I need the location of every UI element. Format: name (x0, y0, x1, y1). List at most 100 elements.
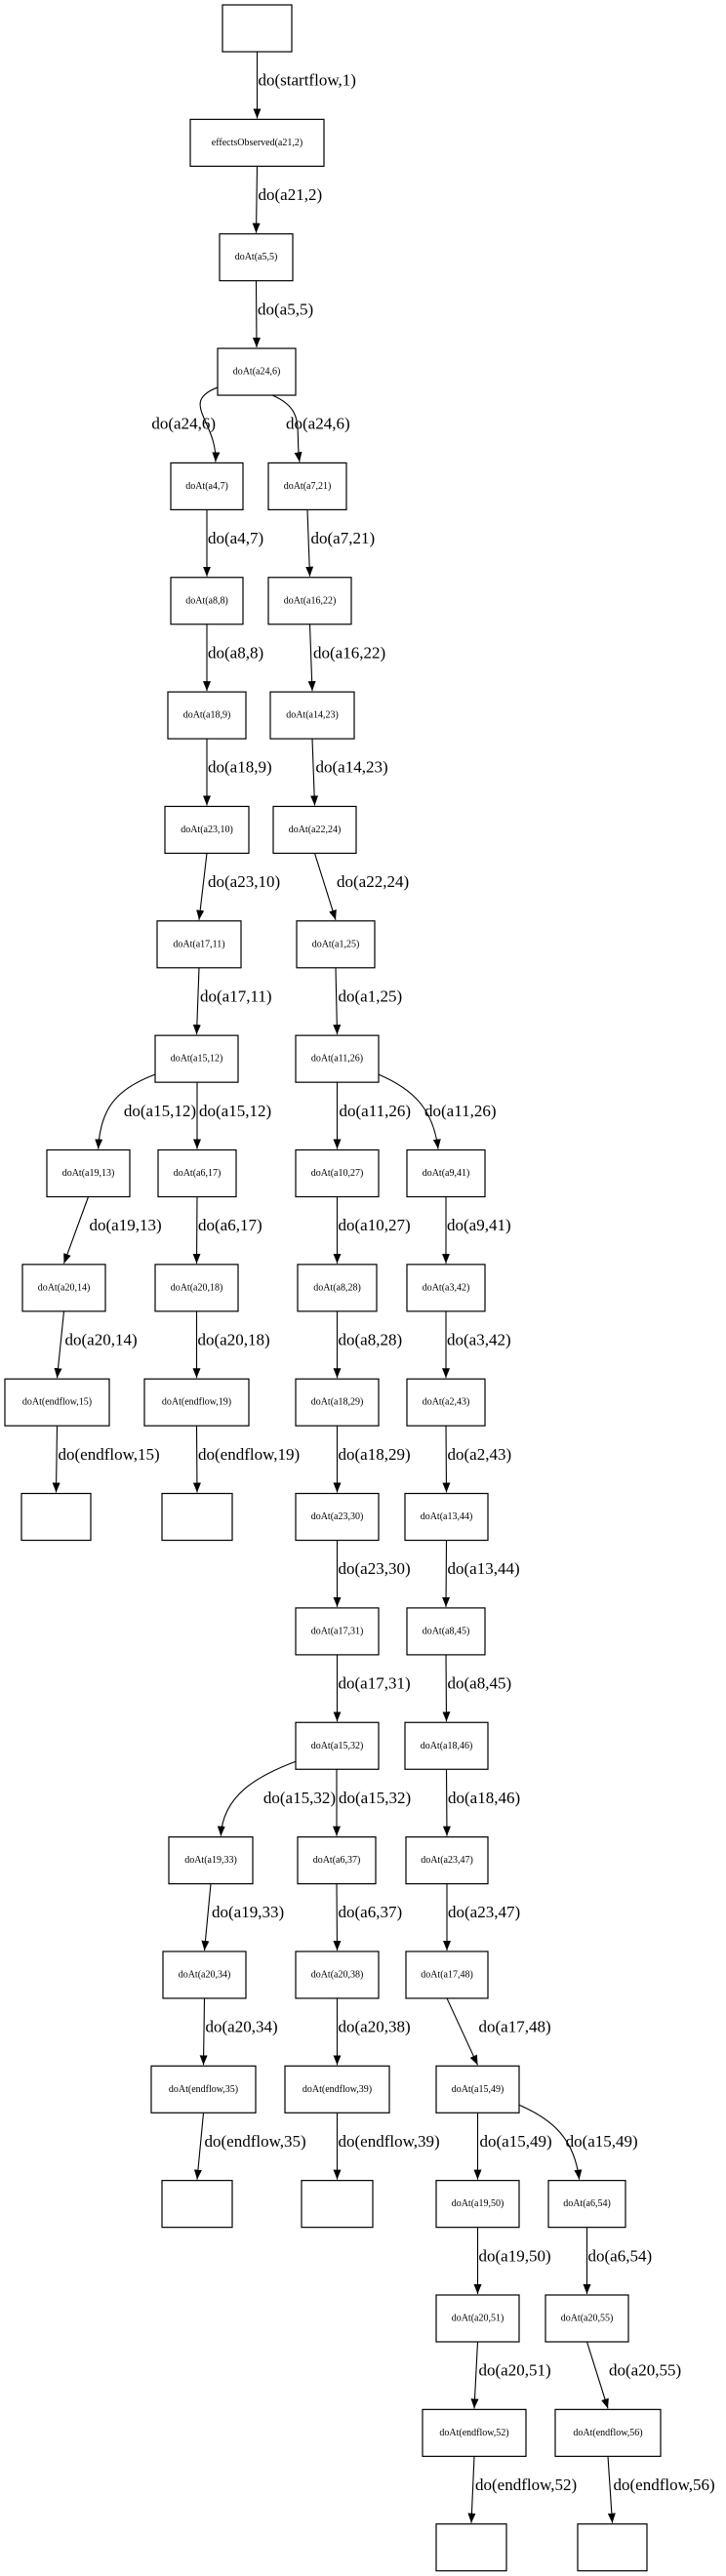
node-box (219, 233, 294, 282)
node-box (217, 347, 297, 396)
edge-label: do(a15,32) (263, 1789, 336, 1807)
node-label: doAt(a9,41) (423, 1168, 470, 1179)
graph-node: doAt(a17,11) (156, 920, 242, 969)
node-label: doAt(a18,9) (183, 710, 231, 721)
edge-label: do(a24,6) (286, 415, 350, 433)
edge-label: do(endflow,35) (205, 2132, 306, 2151)
node-box (4, 1378, 110, 1427)
graph-edge: do(a18,9) (203, 739, 272, 806)
node-label: doAt(a19,13) (62, 1168, 115, 1179)
node-label: doAt(a14,23) (286, 710, 339, 721)
graph-edge: do(a9,41) (442, 1196, 511, 1264)
node-label: doAt(a24,6) (233, 367, 281, 378)
node-label: doAt(endflow,52) (439, 2428, 508, 2438)
edge-arrow (467, 2456, 476, 2523)
graph-node: doAt(a22,24) (272, 805, 357, 855)
node-label: doAt(a22,24) (289, 825, 342, 835)
edge-arrow (333, 1883, 342, 1951)
node-label: doAt(a20,18) (171, 1282, 223, 1293)
graph-node: doAt(a19,13) (46, 1148, 131, 1198)
graph-edge: do(endflow,35) (193, 2113, 306, 2180)
node-label: effectsObserved(a21,2) (212, 138, 302, 148)
edge-label: do(startflow,1) (259, 71, 356, 90)
graph-edge: do(endflow,52) (467, 2456, 577, 2523)
edge-arrow (378, 1073, 441, 1149)
edge-label: do(a19,50) (479, 2246, 551, 2265)
edge-arrow (271, 394, 302, 463)
graph-node: doAt(endflow,15) (4, 1378, 110, 1427)
edge-label: do(a15,12) (199, 1102, 271, 1120)
graph-node: doAt(a15,49) (435, 2065, 520, 2113)
graph-edge: do(a20,38) (333, 1997, 411, 2066)
node-label: doAt(a20,55) (561, 2314, 614, 2324)
graph-edge: do(a19,50) (473, 2227, 551, 2294)
node-label: doAt(endflow,15) (22, 1397, 92, 1408)
node-box (170, 462, 244, 510)
edge-label: do(a23,10) (208, 872, 280, 891)
graph-node: doAt(a19,33) (168, 1835, 254, 1885)
edge-arrow (54, 1310, 65, 1379)
node-label: doAt(a17,11) (173, 939, 224, 949)
node-box (167, 691, 247, 740)
edge-label: do(a20,51) (479, 2361, 551, 2380)
edge-label: do(a18,29) (339, 1445, 411, 1464)
edge-label: do(endflow,39) (339, 2132, 440, 2151)
graph-node: doAt(a23,30) (295, 1492, 380, 1542)
graph-edge: do(a21,2) (252, 166, 323, 233)
graph-edge: do(a13,44) (442, 1540, 520, 1607)
node-label: doAt(a20,51) (452, 2314, 504, 2324)
graph-edge: do(a19,13) (62, 1196, 162, 1265)
node-box (405, 1835, 489, 1885)
graph-node: doAt(a20,51) (435, 2294, 520, 2343)
node-box (161, 1492, 233, 1542)
edge-label: do(a7,21) (311, 529, 376, 547)
node-box (297, 1264, 378, 1312)
terminal-node (161, 2180, 233, 2229)
edge-label: do(a17,31) (339, 1674, 411, 1693)
graph-node: doAt(a6,37) (297, 1835, 377, 1885)
node-box (272, 805, 357, 855)
node-label: doAt(a17,31) (311, 1626, 364, 1636)
node-box (295, 1951, 380, 1999)
graph-edge: do(a19,33) (201, 1883, 284, 1952)
edge-label: do(a13,44) (448, 1559, 520, 1578)
graph-edge: do(a2,43) (442, 1426, 512, 1493)
node-label: doAt(a20,34) (179, 1969, 231, 1980)
node-label: doAt(a17,48) (421, 1969, 473, 1980)
edge-arrow (585, 2341, 609, 2409)
edge-label: do(a2,43) (448, 1445, 512, 1464)
node-box (435, 2294, 520, 2343)
node-label: doAt(a13,44) (421, 1511, 473, 1522)
node-label: doAt(a15,49) (452, 2084, 504, 2095)
graph-edge: do(endflow,19) (192, 1426, 300, 1493)
edge-label: do(a18,9) (208, 758, 272, 777)
edge-label: do(a21,2) (259, 185, 323, 204)
graph-node: doAt(a6,54) (547, 2180, 626, 2229)
edge-label: do(a19,33) (212, 1903, 284, 1921)
graph-edge: do(a20,51) (470, 2341, 551, 2409)
graph-node: doAt(endflow,52) (422, 2408, 527, 2457)
edge-label: do(a23,30) (339, 1559, 411, 1578)
graph-edge: do(a8,28) (333, 1310, 402, 1379)
node-label: doAt(a4,7) (185, 481, 228, 492)
graph-edge: do(endflow,56) (607, 2456, 715, 2523)
node-label: doAt(a15,12) (171, 1054, 223, 1065)
edge-label: do(endflow,56) (614, 2475, 715, 2494)
edge-label: do(a17,48) (479, 2018, 551, 2036)
graph-node: doAt(a23,10) (164, 805, 250, 855)
node-label: doAt(endflow,19) (162, 1397, 231, 1408)
edge-label: do(endflow,15) (59, 1445, 160, 1464)
graph-node: doAt(a17,31) (295, 1607, 380, 1656)
graph-edge: do(a23,30) (333, 1540, 411, 1607)
node-label: doAt(endflow,39) (302, 2084, 372, 2095)
graph-edge: do(a20,14) (54, 1310, 138, 1379)
node-label: doAt(a18,46) (421, 1741, 473, 1751)
graph-node: doAt(a20,18) (154, 1264, 239, 1312)
node-box (435, 2523, 507, 2572)
graph-edge: do(a7,21) (305, 509, 376, 577)
graph-edge: do(a1,25) (333, 967, 402, 1035)
graph-edge: do(a15,32) (333, 1769, 411, 1836)
node-label: doAt(a18,29) (311, 1397, 364, 1408)
edge-label: do(a20,38) (339, 2018, 411, 2036)
edge-label: do(a17,11) (200, 986, 272, 1005)
